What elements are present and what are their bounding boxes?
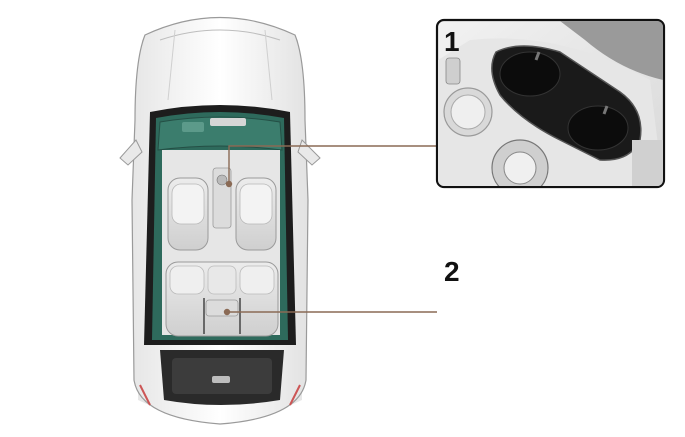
car-top-view xyxy=(119,17,321,425)
leader-lines xyxy=(223,145,437,316)
callout-number-1: 1 xyxy=(444,26,460,57)
left-mirror xyxy=(119,139,143,166)
front-seats xyxy=(167,177,277,251)
detail-panel-1 xyxy=(435,18,666,189)
rear-seats xyxy=(165,261,279,337)
cup-holder-detail xyxy=(438,21,663,186)
callout-number-2: 2 xyxy=(444,256,460,287)
leader-line-1 xyxy=(228,145,437,184)
